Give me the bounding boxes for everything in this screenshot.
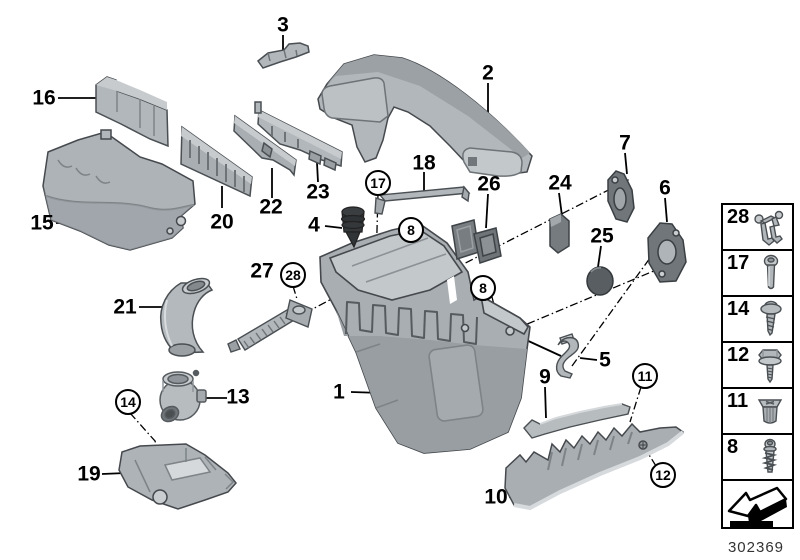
callout-21[interactable]: 21 xyxy=(113,295,137,319)
expanding-nut-icon xyxy=(757,399,783,424)
callout-13[interactable]: 13 xyxy=(226,385,250,409)
part-23-panel xyxy=(254,101,343,172)
legend-label: 11 xyxy=(727,390,749,412)
callout-26[interactable]: 26 xyxy=(477,172,501,196)
legend-label: 28 xyxy=(727,206,750,228)
part-2-cover xyxy=(317,54,533,177)
fastener-legend: 28 17 14 xyxy=(721,203,794,529)
callout-6[interactable]: 6 xyxy=(659,176,671,200)
legend-item-11[interactable]: 11 xyxy=(721,387,794,435)
callout-25[interactable]: 25 xyxy=(590,224,614,248)
part-25-cap xyxy=(586,266,614,296)
callout-2[interactable]: 2 xyxy=(482,61,494,85)
part-7-bracket xyxy=(607,170,635,223)
legend-item-12[interactable]: 12 xyxy=(721,341,794,389)
part-21-duct xyxy=(159,277,214,357)
callout-20[interactable]: 20 xyxy=(210,210,234,234)
callout-5[interactable]: 5 xyxy=(599,348,611,372)
callout-14-circled[interactable]: 14 xyxy=(115,389,141,415)
part-27-screw xyxy=(227,299,313,353)
callout-22[interactable]: 22 xyxy=(259,195,283,219)
part-18-rod xyxy=(374,185,471,215)
legend-item-14[interactable]: 14 xyxy=(721,295,794,343)
callout-16[interactable]: 16 xyxy=(32,86,56,110)
part-5-clamp xyxy=(555,333,580,379)
callout-27[interactable]: 27 xyxy=(250,259,274,283)
part-6-bracket xyxy=(647,222,687,283)
hex-washer-bolt-icon xyxy=(758,349,782,384)
diagram-number: 302369 xyxy=(727,539,785,556)
direction-of-travel-arrow-icon xyxy=(727,486,788,527)
part-19-tray xyxy=(118,443,237,510)
callout-8-circled-left[interactable]: 8 xyxy=(398,217,424,243)
part-1-control-unit-box xyxy=(319,223,531,454)
callout-28-circled[interactable]: 28 xyxy=(280,262,306,288)
callout-11-circled[interactable]: 11 xyxy=(632,363,658,389)
part-3-bracket xyxy=(256,42,310,69)
callout-1[interactable]: 1 xyxy=(333,380,345,404)
legend-label: 14 xyxy=(727,298,750,320)
callout-12-circled[interactable]: 12 xyxy=(650,462,676,488)
callout-4[interactable]: 4 xyxy=(308,213,320,237)
part-10-cover xyxy=(504,422,685,511)
callout-24[interactable]: 24 xyxy=(548,171,572,195)
callout-7[interactable]: 7 xyxy=(619,131,631,155)
holder-bracket-icon xyxy=(754,210,784,246)
callout-15[interactable]: 15 xyxy=(30,211,54,235)
part-26-grommet-holder xyxy=(451,219,502,264)
callout-10[interactable]: 10 xyxy=(484,485,508,509)
pan-head-screw-icon xyxy=(763,254,779,290)
legend-label: 12 xyxy=(727,344,750,366)
legend-item-17[interactable]: 17 xyxy=(721,249,794,297)
part-22-panel xyxy=(233,114,297,177)
part-9-strip xyxy=(523,403,631,439)
callout-23[interactable]: 23 xyxy=(306,180,330,204)
part-15-housing xyxy=(42,129,196,251)
callout-18[interactable]: 18 xyxy=(412,151,436,175)
legend-label: 17 xyxy=(727,252,750,274)
callout-17-circled[interactable]: 17 xyxy=(365,170,391,196)
coarse-thread-screw-icon xyxy=(761,438,778,473)
washer-tapping-screw-icon xyxy=(760,300,782,337)
callout-8-circled-right[interactable]: 8 xyxy=(470,275,496,301)
direction-arrow-box xyxy=(721,479,794,529)
legend-item-8[interactable]: 8 xyxy=(721,433,794,481)
part-16-panel xyxy=(95,76,169,148)
part-4-grommet xyxy=(340,206,366,249)
callout-3[interactable]: 3 xyxy=(277,13,289,37)
part-24-pad xyxy=(549,213,570,254)
part-13-blower xyxy=(159,369,207,423)
callout-19[interactable]: 19 xyxy=(77,462,101,486)
legend-label: 8 xyxy=(727,436,739,458)
callout-9[interactable]: 9 xyxy=(539,365,551,389)
legend-item-28[interactable]: 28 xyxy=(721,203,794,251)
part-20-panel xyxy=(180,125,253,198)
